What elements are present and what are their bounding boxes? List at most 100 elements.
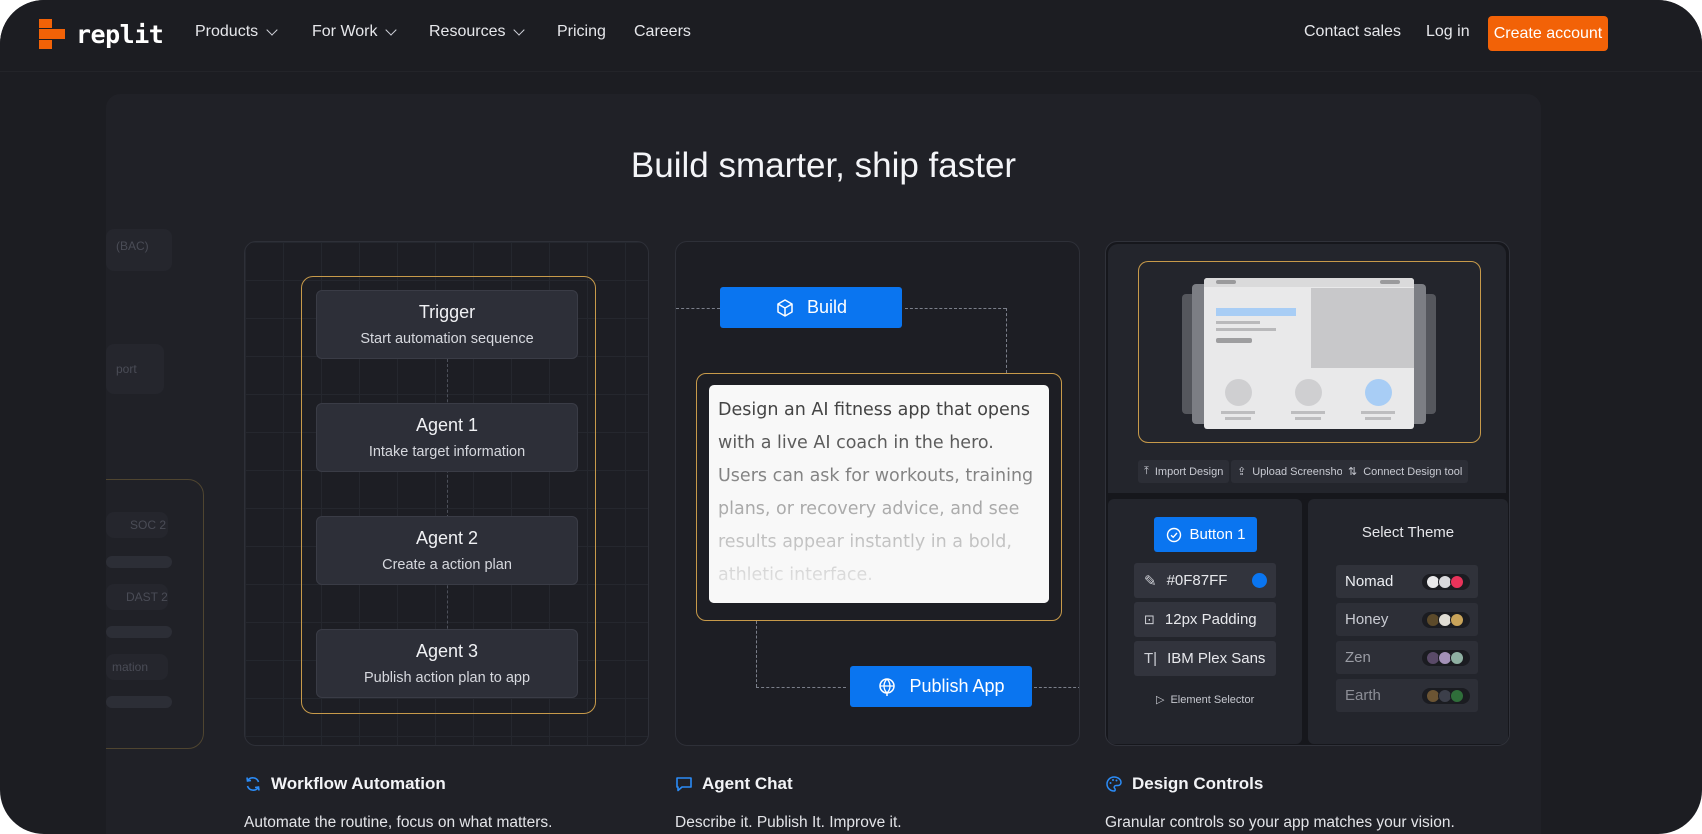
ghost-outline (106, 479, 204, 749)
page-title: Build smarter, ship faster (630, 146, 1017, 185)
nav-careers[interactable]: Careers (634, 23, 691, 41)
color-picker-field[interactable]: ✎ #0F87FF (1134, 563, 1276, 598)
ghost-card (106, 584, 168, 610)
nav-for-work-label: For Work (312, 23, 378, 40)
element-selector-label: Element Selector (1170, 693, 1255, 706)
agent-chat-card: Build Design an AI fitness app that open… (675, 241, 1080, 746)
chevron-down-icon (266, 23, 278, 36)
globe-icon (879, 677, 896, 696)
build-button[interactable]: Build (720, 287, 902, 328)
nav-for-work[interactable]: For Work (312, 23, 398, 41)
upload-screenshot-button[interactable]: ⇪ Upload Screenshot (1231, 460, 1352, 483)
nav-resources[interactable]: Resources (429, 23, 526, 41)
padding-value: 12px Padding (1164, 611, 1257, 628)
theme-name: Earth (1345, 687, 1381, 704)
design-preview-area: ⤒ Import Design ⇪ Upload Screenshot ⇅ Co… (1108, 244, 1506, 493)
ghost-label: mation (112, 660, 149, 674)
step-subtitle: Publish action plan to app (363, 670, 531, 686)
step-subtitle: Start automation sequence (360, 331, 534, 347)
chevron-down-icon (385, 23, 398, 36)
feature-description: Describe it. Publish It. Improve it. (675, 814, 902, 831)
font-value: IBM Plex Sans (1167, 650, 1266, 667)
button-1-preview[interactable]: Button 1 (1154, 517, 1257, 552)
color-value: #0F87FF (1166, 572, 1228, 589)
swap-icon: ⇅ (1348, 466, 1358, 478)
design-highlight-outline (1138, 261, 1481, 443)
cube-icon (777, 298, 793, 317)
ghost-card (106, 229, 172, 271)
connect-design-tool-button[interactable]: ⇅ Connect Design tool (1342, 460, 1469, 483)
feature-workflow-automation: Workflow Automation Automate the routine… (244, 774, 649, 832)
chevron-down-icon (513, 23, 526, 36)
button-1-label: Button 1 (1189, 526, 1246, 543)
connect-design-tool-label: Connect Design tool (1363, 465, 1463, 478)
connector-line (1006, 308, 1007, 373)
ghost-card (106, 344, 164, 394)
build-label: Build (806, 297, 848, 317)
step-title: Agent 1 (415, 415, 479, 435)
top-navbar: replit Products For Work Resources Prici… (0, 0, 1702, 72)
step-subtitle: Intake target information (368, 444, 526, 460)
theme-option-earth[interactable]: Earth (1336, 679, 1478, 712)
step-title: Agent 2 (415, 528, 479, 548)
ghost-label: port (116, 362, 137, 376)
check-circle-icon (1166, 527, 1181, 542)
workflow-step-agent-3[interactable]: Agent 3 Publish action plan to app (316, 629, 578, 698)
padding-field[interactable]: ⊡ 12px Padding (1134, 602, 1276, 637)
ghost-bar (106, 696, 172, 708)
prompt-fade-overlay (709, 423, 1049, 603)
feature-title: Design Controls (1132, 774, 1264, 793)
padding-icon: ⊡ (1144, 611, 1155, 627)
element-selector-button[interactable]: ▷ Element Selector (1156, 693, 1255, 707)
connector-line (676, 308, 720, 309)
nav-pricing-label: Pricing (557, 23, 606, 40)
refresh-icon (246, 777, 260, 791)
workflow-step-agent-1[interactable]: Agent 1 Intake target information (316, 403, 578, 472)
color-swatch (1252, 573, 1267, 588)
prompt-input[interactable]: Design an AI fitness app that opens with… (709, 385, 1049, 603)
feature-title: Agent Chat (702, 774, 793, 793)
workflow-highlight-outline (301, 276, 596, 714)
workflow-automation-card: Trigger Start automation sequence Agent … (244, 241, 649, 746)
upload-icon: ⇪ (1237, 466, 1247, 478)
feature-agent-chat: Agent Chat Describe it. Publish It. Impr… (675, 774, 1080, 832)
import-icon: ⤒ (1144, 465, 1149, 477)
workflow-step-trigger[interactable]: Trigger Start automation sequence (316, 290, 578, 359)
connector-line (756, 621, 757, 687)
ghost-label: (BAC) (116, 239, 149, 253)
feature-description: Automate the routine, focus on what matt… (244, 814, 553, 831)
theme-name: Honey (1345, 611, 1389, 628)
theme-selector-panel: Select Theme Nomad Honey Zen (1308, 499, 1508, 744)
create-account-button[interactable]: Create account (1488, 16, 1608, 51)
replit-logo-icon (39, 19, 65, 49)
pointer-icon: ▷ (1156, 694, 1165, 706)
nav-products[interactable]: Products (195, 23, 278, 41)
publish-app-label: Publish App (909, 676, 1005, 696)
theme-option-honey[interactable]: Honey (1336, 603, 1478, 636)
nav-pricing[interactable]: Pricing (557, 23, 606, 41)
contact-sales-link[interactable]: Contact sales (1304, 23, 1401, 41)
feature-showcase-panel: Build smarter, ship faster (BAC) port SO… (106, 94, 1541, 834)
ghost-label: SOC 2 (130, 518, 167, 532)
text-cursor-icon: T| (1144, 650, 1158, 667)
theme-option-nomad[interactable]: Nomad (1336, 565, 1478, 598)
feature-description: Granular controls so your app matches yo… (1105, 814, 1455, 831)
nav-careers-label: Careers (634, 23, 691, 40)
nav-resources-label: Resources (429, 23, 506, 40)
font-field[interactable]: T| IBM Plex Sans (1134, 641, 1276, 676)
import-design-button[interactable]: ⤒ Import Design (1138, 460, 1230, 483)
theme-option-zen[interactable]: Zen (1336, 641, 1478, 674)
publish-app-button[interactable]: Publish App (850, 666, 1032, 707)
feature-title: Workflow Automation (271, 774, 446, 793)
login-link[interactable]: Log in (1426, 23, 1470, 41)
step-subtitle: Create a action plan (382, 557, 512, 573)
contact-sales-label: Contact sales (1304, 23, 1401, 40)
theme-swatch (1422, 650, 1470, 666)
replit-logo[interactable]: replit (39, 19, 164, 49)
ghost-bar (106, 626, 172, 638)
step-title: Agent 3 (415, 641, 479, 661)
workflow-step-agent-2[interactable]: Agent 2 Create a action plan (316, 516, 578, 585)
ghost-card (106, 512, 168, 538)
theme-swatch (1422, 612, 1470, 628)
